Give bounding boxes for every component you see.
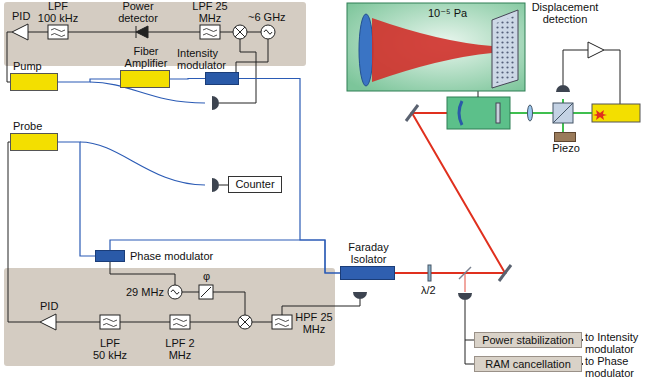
phase-modulator: Phase modulator bbox=[95, 250, 125, 262]
signal-label: Displacement detection bbox=[523, 1, 607, 25]
electronics-panels bbox=[4, 2, 335, 366]
node-label: 10⁻⁵ Pa bbox=[428, 7, 467, 19]
signal-label: Power detector bbox=[110, 0, 166, 24]
node-label: Phase modulator bbox=[130, 250, 213, 262]
faraday-isolator: Faraday Isolator bbox=[340, 266, 395, 280]
fiber-amplifier: Fiber Amplifier bbox=[120, 70, 170, 88]
node-label: Probe bbox=[13, 120, 57, 132]
node-label: Piezo bbox=[546, 142, 586, 154]
signal-label: to Phase modulator bbox=[585, 355, 645, 379]
probe-lock-electronics bbox=[8, 142, 583, 367]
power-stabilization-box: Power stabilization bbox=[474, 332, 582, 348]
node-label: Power stabilization bbox=[475, 333, 581, 347]
node-label: Intensity modulator bbox=[177, 47, 237, 71]
signal-label: λ/2 bbox=[421, 284, 436, 296]
optical-fibers bbox=[80, 82, 205, 185]
displacement-readout bbox=[563, 42, 640, 122]
node-label: Pump bbox=[13, 60, 57, 72]
signal-label: φ bbox=[203, 270, 210, 282]
ram-cancellation-box: RAM cancellation bbox=[474, 356, 582, 372]
signal-label: PID bbox=[40, 300, 58, 312]
signal-label: PID bbox=[12, 10, 30, 22]
signal-label: 29 MHz bbox=[126, 286, 164, 298]
node-label: Counter bbox=[229, 177, 281, 191]
fiber-connector bbox=[170, 78, 205, 80]
signal-label: ~6 GHz bbox=[248, 11, 286, 23]
fiber-connector bbox=[58, 79, 120, 82]
signal-label: LPF 50 kHz bbox=[86, 337, 134, 361]
node-label: Faraday Isolator bbox=[338, 241, 399, 265]
probe-laser: Probe bbox=[10, 133, 58, 151]
node-label: Fiber Amplifier bbox=[118, 45, 174, 69]
intensity-modulator: Intensity modulator bbox=[205, 72, 239, 85]
photodetectors bbox=[212, 85, 570, 300]
signal-label: to Intensity modulator bbox=[585, 331, 645, 355]
signal-label: LPF 2 MHz bbox=[156, 337, 204, 361]
signal-label: LPF 25 MHz bbox=[186, 0, 234, 24]
signal-label: LPF 100 kHz bbox=[34, 0, 82, 24]
signal-label: HPF 25 MHz bbox=[295, 311, 333, 335]
fiber-connector bbox=[58, 142, 95, 256]
counter-box: Counter bbox=[228, 176, 282, 193]
piezo-actuator: Piezo bbox=[554, 132, 576, 142]
fiber-connector bbox=[110, 240, 340, 273]
pump-lock-electronics bbox=[7, 24, 275, 185]
cavity-vacuum-chamber bbox=[447, 91, 510, 129]
pump-laser: Pump bbox=[10, 73, 58, 91]
node-label: RAM cancellation bbox=[475, 357, 581, 371]
vacuum-inset bbox=[347, 3, 525, 91]
vacuum-inset: 10⁻⁵ Pa bbox=[347, 3, 525, 91]
